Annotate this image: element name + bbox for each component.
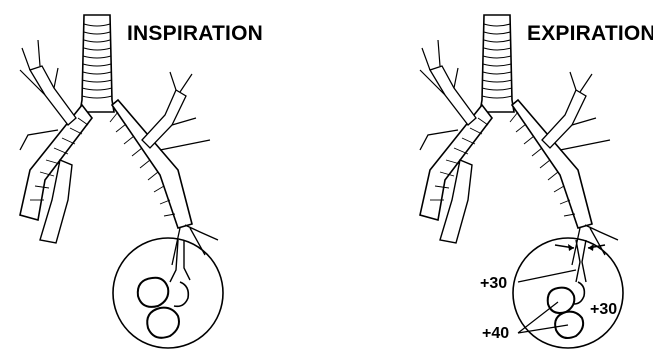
- alveolus-upper-expiration: [548, 288, 575, 313]
- pressure-label-plus30-left: +30: [480, 275, 507, 292]
- pressure-label-plus30-right: +30: [590, 301, 617, 318]
- leader-line-p30: [518, 270, 576, 282]
- alveolus-lower: [147, 308, 179, 338]
- alveolus-lower-expiration: [555, 312, 583, 338]
- expiration-airway-drawing: +30 +30 +40: [420, 15, 623, 348]
- inspiration-airway-drawing: [20, 15, 223, 348]
- alveolus-upper: [138, 278, 169, 307]
- pressure-label-plus40: +40: [482, 325, 509, 342]
